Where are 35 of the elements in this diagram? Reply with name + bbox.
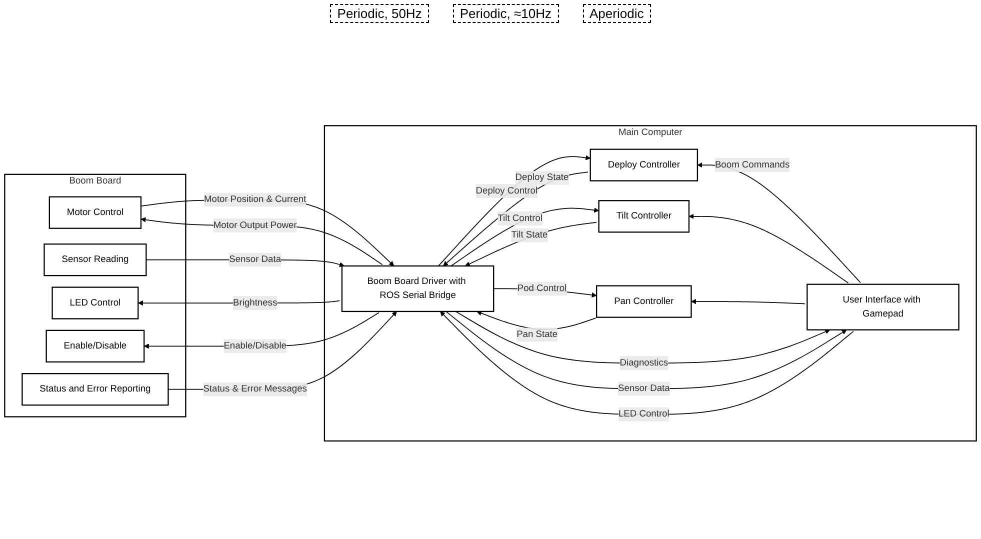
node-box: Pan Controller <box>596 284 692 318</box>
arrow <box>465 222 597 266</box>
node-box: LED Control <box>52 286 139 320</box>
node-box: Sensor Reading <box>44 243 147 276</box>
edge-label: Motor Output Power <box>213 220 297 230</box>
edge-label: Deploy Control <box>476 185 538 196</box>
edge-label: Status & Error Messages <box>203 384 307 394</box>
edge-label: Boom Commands <box>714 159 790 170</box>
edge-label: Motor Position & Current <box>204 194 306 204</box>
edge-label: Deploy State <box>515 172 569 182</box>
node-box: Boom Board Driver with ROS Serial Bridge <box>341 265 494 312</box>
arrow <box>168 310 397 390</box>
node-box: User Interface with Gamepad <box>806 283 960 330</box>
note-label: Periodic, ≈10Hz <box>452 4 559 23</box>
edge-label: Tilt State <box>511 230 548 240</box>
edge-label: LED Control <box>618 408 670 419</box>
arrow <box>691 298 806 304</box>
note-label: Periodic, 50Hz <box>330 4 429 23</box>
edge-label: Enable/Disable <box>224 340 286 351</box>
node-box: Enable/Disable <box>46 330 145 362</box>
node-box: Deploy Controller <box>590 148 698 182</box>
node-box: Tilt Controller <box>598 200 690 232</box>
edge-label: Pan State <box>516 329 558 340</box>
edge-label: Sensor Data <box>618 383 670 394</box>
note-label: Aperiodic <box>582 4 651 23</box>
arrow <box>140 216 383 265</box>
node-box: Motor Control <box>48 196 142 229</box>
edge-label: Sensor Data <box>229 254 282 264</box>
edge-label: Pod Control <box>517 283 567 294</box>
edge-label: Tilt Control <box>498 212 542 223</box>
node-box: Status and Error Reporting <box>22 372 169 406</box>
edge-label: Diagnostics <box>620 358 668 368</box>
arrow <box>450 207 600 266</box>
arrow <box>688 214 849 284</box>
edge-label: Brightness <box>233 297 278 308</box>
